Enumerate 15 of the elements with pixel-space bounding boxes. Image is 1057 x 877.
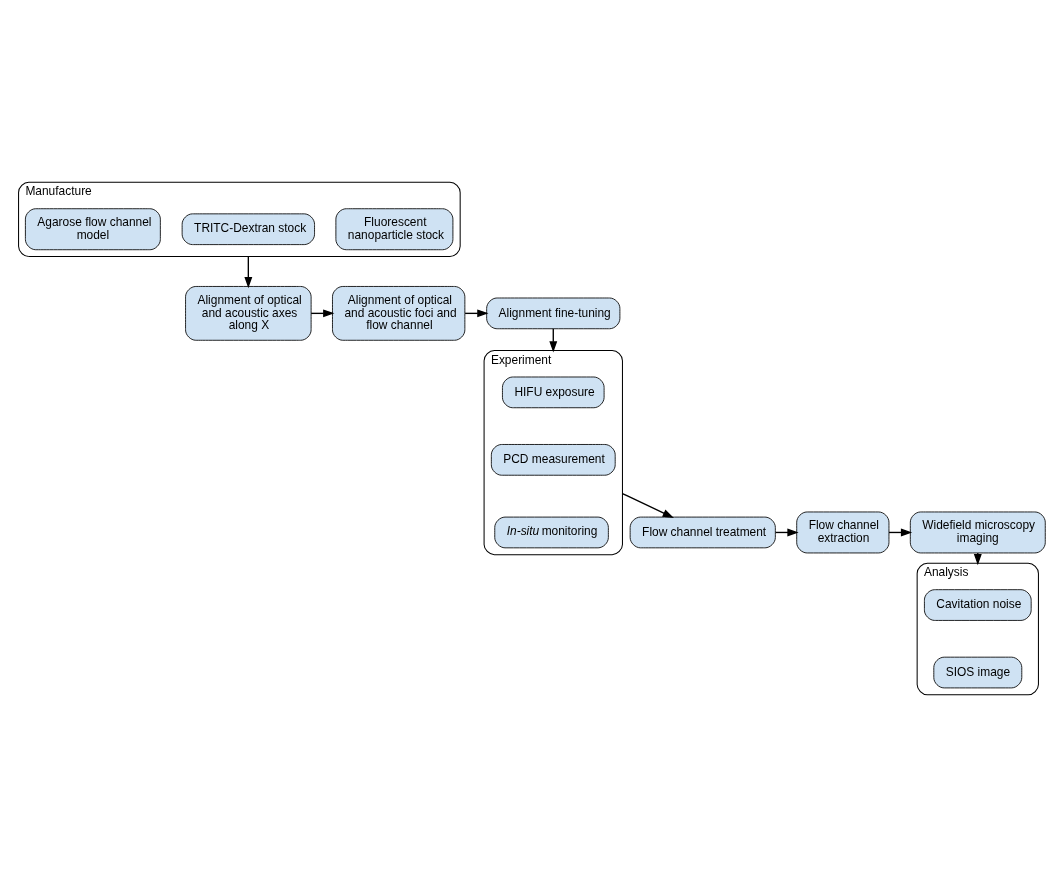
arrow [244,255,253,289]
node-box: In-situ monitoring [494,516,609,549]
node-box: SIOS image [933,656,1023,689]
node-box: Fluorescent nanoparticle stock [335,208,454,251]
node-box: Agarose flow channel model [24,208,161,251]
node-box: Flow channel extraction [796,511,890,554]
node-box: TRITC-Dextran stock [181,213,315,246]
node-box: PCD measurement [490,444,616,476]
node-box: Alignment fine-tuning [486,297,621,330]
node-box: Flow channel treatment [629,516,776,549]
node-box: Alignment of optical and acoustic foci and flow channel [332,286,466,341]
node-box: HIFU exposure [502,376,605,409]
node-box: Alignment of optical and acoustic axes along X [185,286,312,341]
node-box: Cavitation noise [924,589,1032,621]
arrow [621,492,674,518]
